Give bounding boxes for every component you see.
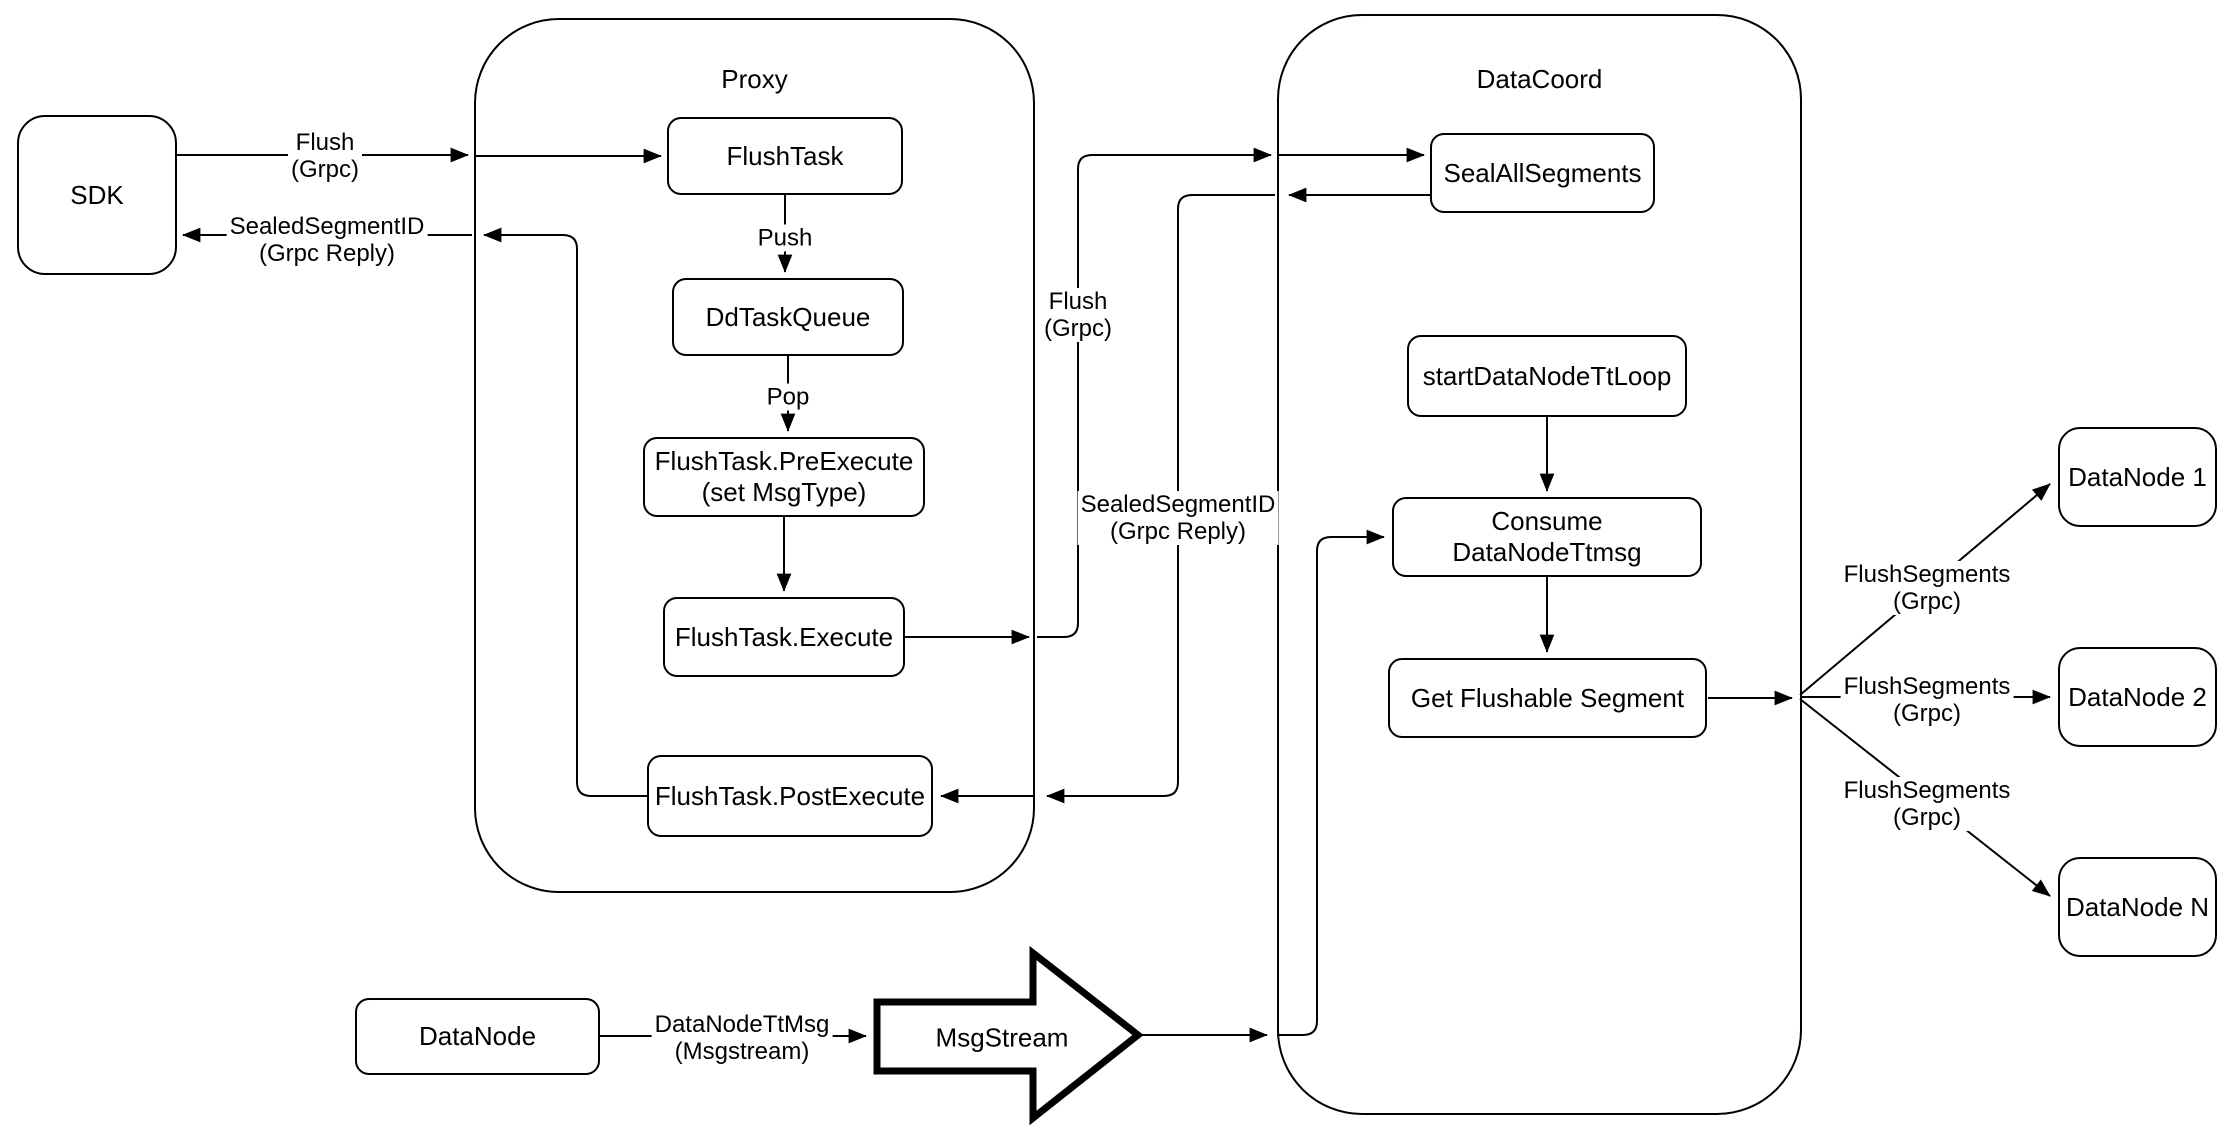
label-flushsegments-1: FlushSegments (Grpc) bbox=[1840, 561, 2014, 615]
msgstream-label: MsgStream bbox=[935, 1022, 1069, 1053]
node-datanode: DataNode bbox=[355, 998, 600, 1075]
edge-corridor-up-to-datacoord bbox=[1037, 147, 1272, 638]
label-datanodettmsg: DataNodeTtMsg (Msgstream) bbox=[651, 1011, 833, 1065]
proxy-container bbox=[474, 18, 1035, 893]
node-datanode-n: DataNode N bbox=[2058, 857, 2217, 957]
label-sealedsegmentid-mid: SealedSegmentID (Grpc Reply) bbox=[1077, 491, 1279, 545]
label-flushsegments-2: FlushSegments (Grpc) bbox=[1840, 673, 2014, 727]
node-ddtaskqueue: DdTaskQueue bbox=[672, 278, 904, 356]
datacoord-container-title: DataCoord bbox=[1476, 64, 1603, 94]
label-push: Push bbox=[754, 224, 816, 252]
node-startdatanodettloop: startDataNodeTtLoop bbox=[1407, 335, 1687, 417]
edge-border-up-to-consume bbox=[1277, 529, 1385, 1036]
label-flush-grpc-mid: Flush (Grpc) bbox=[1041, 288, 1115, 342]
node-flushtask-postexecute: FlushTask.PostExecute bbox=[647, 755, 933, 837]
node-datanode-2: DataNode 2 bbox=[2058, 647, 2217, 747]
label-flushsegments-3: FlushSegments (Grpc) bbox=[1840, 777, 2014, 831]
node-consume-datanodettmsg: Consume DataNodeTtmsg bbox=[1392, 497, 1702, 577]
node-flushtask-preexecute: FlushTask.PreExecute (set MsgType) bbox=[643, 437, 925, 517]
proxy-container-title: Proxy bbox=[721, 64, 788, 94]
node-sdk: SDK bbox=[17, 115, 177, 275]
label-sealedsegmentid-sdk: SealedSegmentID (Grpc Reply) bbox=[226, 213, 428, 267]
node-datanode-1: DataNode 1 bbox=[2058, 427, 2217, 527]
node-get-flushable-segment: Get Flushable Segment bbox=[1388, 658, 1707, 738]
node-sealallsegments: SealAllSegments bbox=[1430, 133, 1655, 213]
node-flushtask: FlushTask bbox=[667, 117, 903, 195]
node-flushtask-execute: FlushTask.Execute bbox=[663, 597, 905, 677]
msgstream-arrow-shape bbox=[873, 945, 1144, 1126]
datacoord-container bbox=[1277, 14, 1802, 1115]
edge-postexecute-to-proxy-border bbox=[483, 227, 647, 797]
label-flush-grpc-sdk: Flush (Grpc) bbox=[288, 129, 362, 183]
label-pop: Pop bbox=[763, 383, 813, 411]
